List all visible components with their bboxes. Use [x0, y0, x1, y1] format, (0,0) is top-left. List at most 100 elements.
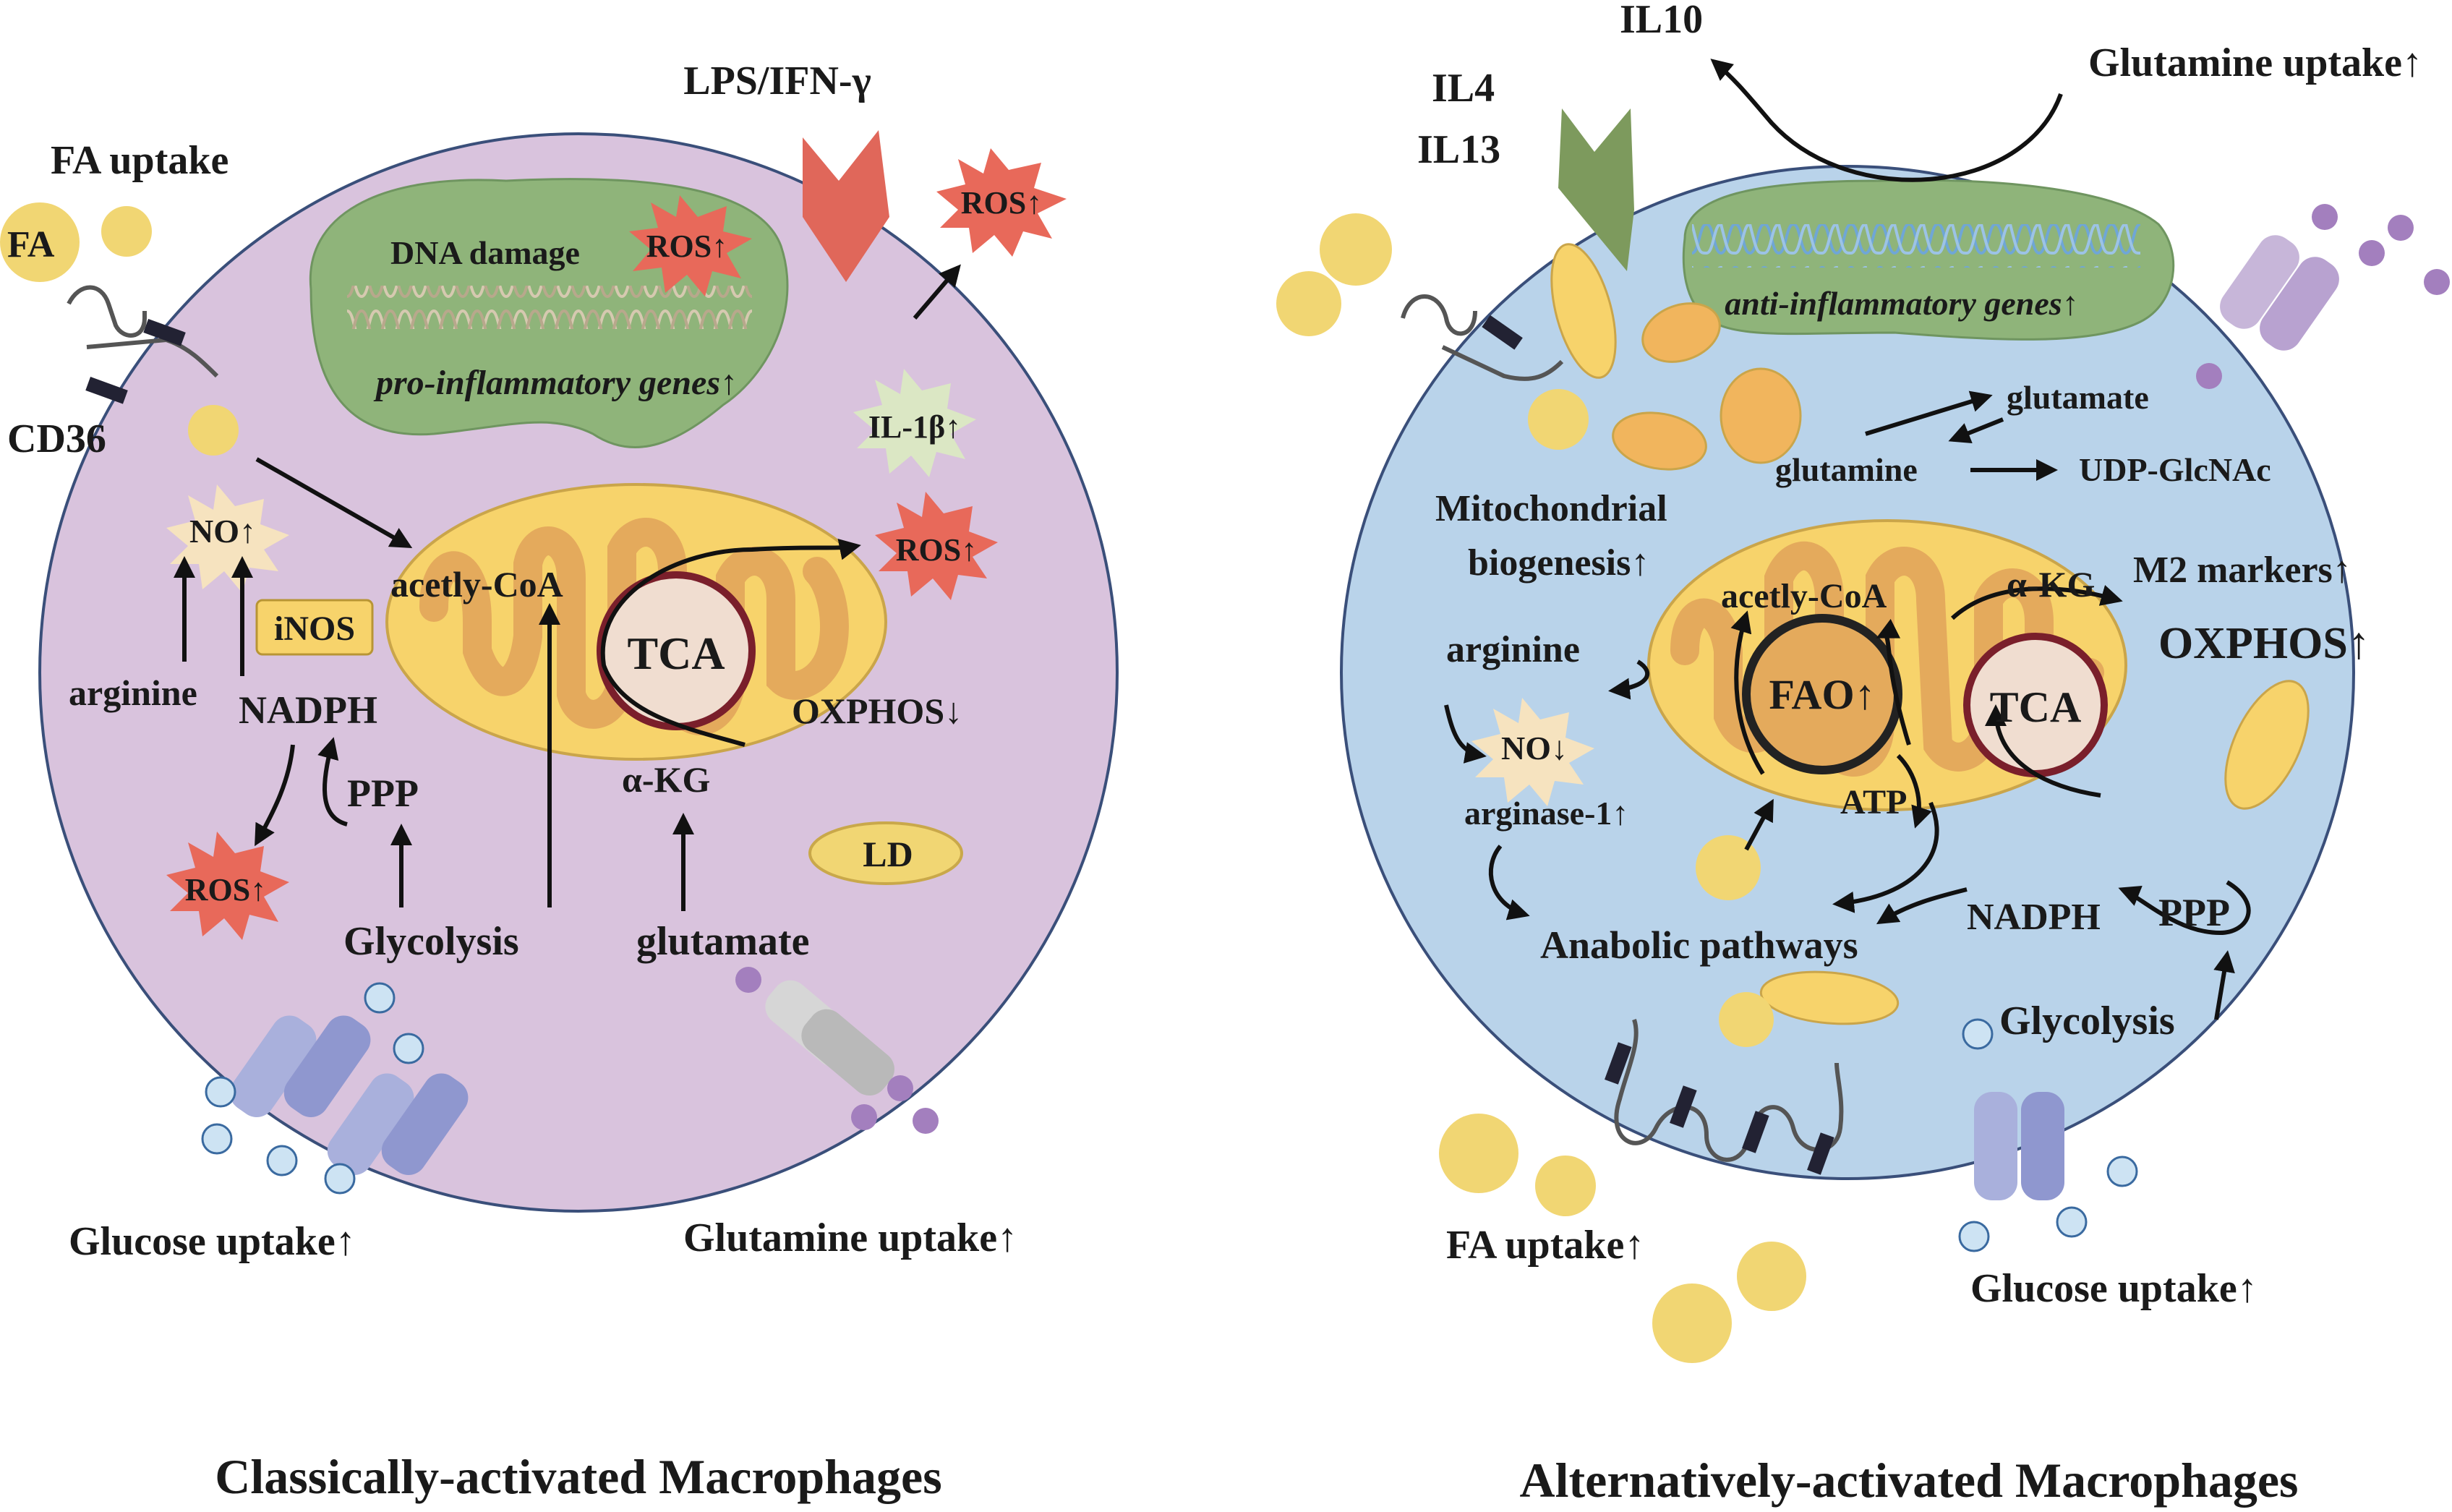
m1-fa-droplet-inside: [188, 405, 239, 456]
m1-inos-box: [255, 599, 374, 656]
m2-arginine-label: arginine: [1446, 629, 1580, 670]
m2-akg-label: α-KG: [2007, 564, 2095, 605]
m2-pathway-arrows: [1444, 59, 2251, 1020]
m2-fao-circle: [1742, 614, 1902, 774]
m1-ld-label: LD: [863, 834, 913, 874]
m1-glucose-transporter-c: [327, 1073, 414, 1175]
m2-glutamine-transporter-b: [2260, 257, 2339, 351]
m1-fa-droplet-small: [101, 206, 152, 257]
m1-ppp-label: PPP: [347, 772, 419, 815]
m2-ppp-label: PPP: [2158, 891, 2230, 934]
m1-dna-helix: [347, 286, 752, 329]
m1-il1b-label: IL-1β↑: [868, 409, 961, 445]
m2-glucose-transporter-a: [1974, 1092, 2017, 1200]
m2-glutamine-transporter-a: [2220, 235, 2299, 329]
m2-glutamine-label: glutamine: [1775, 451, 1918, 488]
m2-dna-helix: [1692, 224, 2140, 268]
m1-acetyl-coa-label: acetly-CoA: [390, 564, 563, 605]
m1-glucose-transporter-a: [229, 1015, 317, 1117]
m2-fa-uptake-label: FA uptake↑: [1446, 1223, 1644, 1268]
m1-nadph-label: NADPH: [239, 688, 377, 732]
m2-cd36-segment-b2: [1670, 1085, 1697, 1128]
m2-m2-markers-label: M2 markers↑: [2133, 550, 2351, 591]
m1-ros-nucleus-label: ROS↑: [646, 228, 727, 264]
m1-glutamine-molecules: [735, 967, 939, 1134]
m1-glutamine-transporter-b: [801, 1009, 894, 1096]
m2-cd36-segment-b3: [1742, 1111, 1769, 1153]
m1-cd36-segment-b: [85, 377, 128, 404]
m1-glutamate-label: glutamate: [636, 919, 810, 964]
m2-udp-label: UDP-GlcNAc: [2079, 451, 2271, 488]
m2-cd36-segment-top: [1482, 315, 1523, 350]
m1-arginine-label: arginine: [69, 672, 197, 713]
m2-small-mitochondria: [1550, 243, 2310, 1025]
m1-ros-burst-nucleus: [629, 195, 752, 296]
m2-no-burst: [1471, 698, 1594, 806]
m2-fao-label: FAO↑: [1769, 671, 1875, 718]
m1-glutamine-uptake-label: Glutamine uptake↑: [683, 1216, 1017, 1260]
m2-glucose-transporter-b: [2021, 1092, 2064, 1200]
m2-glucose-molecules: [1958, 1018, 2138, 1252]
m1-glucose-uptake-label: Glucose uptake↑: [69, 1219, 356, 1264]
m1-panel: LPS/IFN-γ FA uptake FA CD36 DNA damage R…: [0, 59, 1119, 1504]
m1-cd36-segment-a: [143, 319, 186, 346]
m2-atp-label: ATP: [1840, 783, 1907, 821]
m2-fa-droplets: [1276, 213, 1806, 1363]
m2-acetyl-coa-label: acetly-CoA: [1721, 577, 1887, 615]
m1-mito-cristae: [419, 518, 849, 735]
m2-glutamine-uptake-top-label: Glutamine uptake↑: [2088, 40, 2422, 85]
m1-glucose-molecules: [201, 982, 424, 1195]
m1-ros-bottom-label: ROS↑: [185, 872, 266, 907]
m2-nadph-label: NADPH: [1967, 897, 2101, 938]
m2-il10-label: IL10: [1620, 0, 1703, 42]
m1-lps-arrow: [803, 130, 889, 282]
m1-il1b-burst: [853, 369, 976, 477]
m1-lipid-droplet: [808, 821, 963, 885]
m2-il13-label: IL13: [1417, 127, 1500, 172]
m2-glucose-uptake-label: Glucose uptake↑: [1970, 1266, 2257, 1311]
m2-anti-genes-label: anti-inflammatory genes↑: [1725, 285, 2078, 322]
m1-dna-damage-label: DNA damage: [390, 234, 580, 271]
m1-ros-outside-label: ROS↑: [961, 185, 1042, 221]
m1-ros-burst-outside: [936, 148, 1067, 257]
m1-no-label: NO↑: [189, 513, 256, 550]
m1-fa-label: FA: [7, 224, 55, 265]
m2-labels: IL10 Glutamine uptake↑ IL4 IL13 anti-inf…: [1417, 0, 2422, 1508]
m2-glutamine-molecules: [2196, 204, 2450, 389]
m1-inos-label: iNOS: [274, 610, 355, 648]
m1-glucose-transporter-b: [283, 1015, 371, 1117]
m1-glucose-transporter-d: [381, 1073, 469, 1175]
m1-ros-burst-mito: [875, 492, 998, 600]
m2-cd36-segment-b4: [1807, 1132, 1834, 1175]
m2-glutamate-label: glutamate: [2007, 379, 2149, 416]
m1-fa-droplet-large: [0, 202, 80, 282]
m1-glycolysis-label: Glycolysis: [343, 919, 519, 964]
m2-anabolic-label: Anabolic pathways: [1540, 923, 1858, 967]
m1-fa-uptake-label: FA uptake: [51, 138, 228, 183]
m1-cd36-label: CD36: [7, 417, 106, 461]
m2-cd36-receptors-bottom: [1614, 1019, 1844, 1162]
m1-caption: Classically-activated Macrophages: [215, 1449, 941, 1504]
m2-mito-bio-label-2: biogenesis↑: [1468, 542, 1649, 584]
m2-panel: IL10 Glutamine uptake↑ IL4 IL13 anti-inf…: [1276, 0, 2450, 1508]
m1-oxphos-label: OXPHOS↓: [792, 691, 962, 731]
m2-il4-il13-arrow: [1558, 108, 1634, 271]
m1-tca-cycle: [597, 571, 756, 730]
m1-pathway-arrows: [174, 264, 961, 911]
m2-il4-label: IL4: [1432, 66, 1495, 111]
m1-akg-label: α-KG: [622, 759, 710, 800]
m2-cd36-segment-b1: [1605, 1042, 1632, 1085]
m1-no-burst: [166, 484, 289, 593]
m2-no-label: NO↓: [1501, 730, 1568, 766]
m1-tca-label: TCA: [627, 628, 725, 679]
m1-ros-burst-bottom: [166, 832, 289, 940]
m2-tca-label: TCA: [1990, 683, 2082, 731]
m2-arginase-label: arginase-1↑: [1464, 795, 1628, 832]
m2-caption: Alternatively-activated Macrophages: [1519, 1453, 2298, 1508]
m1-pro-genes-label: pro-inflammatory genes↑: [373, 364, 738, 402]
m2-glycolysis-label: Glycolysis: [1999, 999, 2175, 1043]
m2-cd36-receptor-top: [1401, 294, 1564, 381]
m1-labels: LPS/IFN-γ FA uptake FA CD36 DNA damage R…: [7, 59, 1042, 1504]
m1-stimulus-label: LPS/IFN-γ: [683, 59, 871, 103]
